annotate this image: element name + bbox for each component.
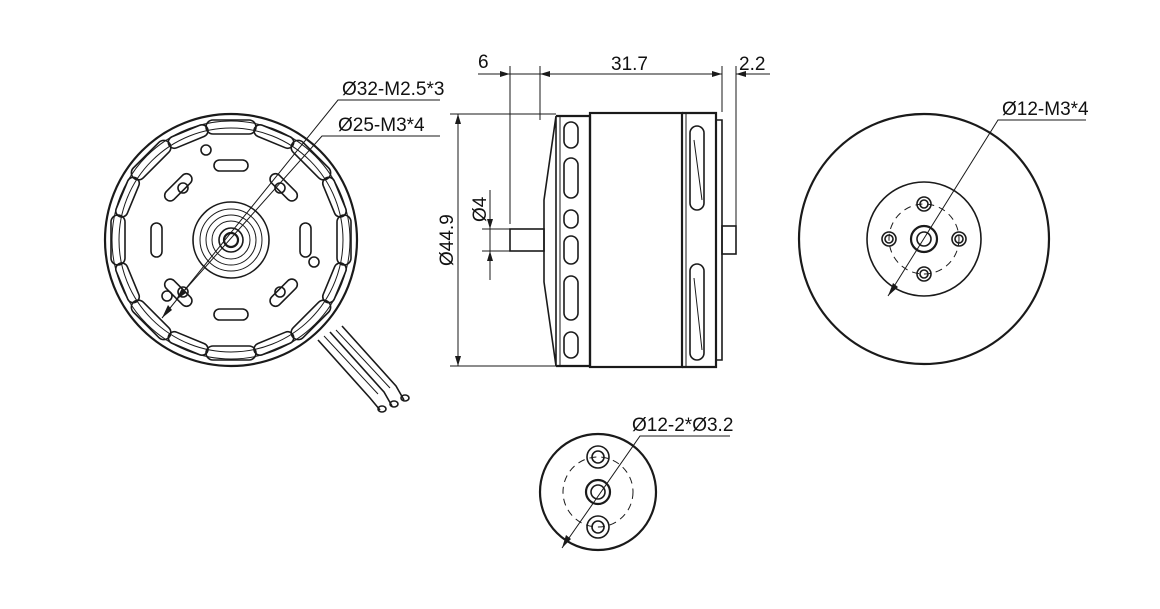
front-mount-holes [161, 144, 320, 302]
prop-adapter-label: Ø12-2*Ø3.2 [632, 415, 733, 436]
adapter-outer-rim [538, 432, 658, 552]
shaft-length-label: 6 [478, 52, 489, 73]
front-inner-circle-label: Ø25-M3*4 [338, 115, 425, 136]
prop-adapter-view [538, 432, 730, 552]
rear-mount-label: Ø12-M3*4 [1002, 99, 1089, 120]
shaft-diameter-label: Ø4 [470, 196, 491, 222]
motor-shaft [509, 228, 545, 252]
adapter-holes [586, 445, 610, 539]
front-outer-rim [103, 112, 359, 368]
rear-view [797, 112, 1086, 366]
body-diameter-label: Ø44.9 [437, 214, 458, 266]
inner-vent-slots [150, 159, 312, 321]
rear-stub [721, 225, 737, 255]
wire-leads [317, 325, 410, 413]
rear-outer-rim [797, 112, 1051, 366]
side-view [450, 66, 770, 369]
outer-vent-slots [110, 119, 352, 361]
front-hub [192, 201, 270, 279]
side-vent-slots [563, 121, 579, 359]
flange-length-label: 2.2 [739, 54, 765, 75]
body-length-label: 31.7 [611, 54, 648, 75]
front-view [103, 99, 440, 413]
front-bolt-circle-label: Ø32-M2.5*3 [342, 79, 444, 100]
motor-body [588, 111, 684, 369]
rear-mount-holes [881, 196, 967, 282]
